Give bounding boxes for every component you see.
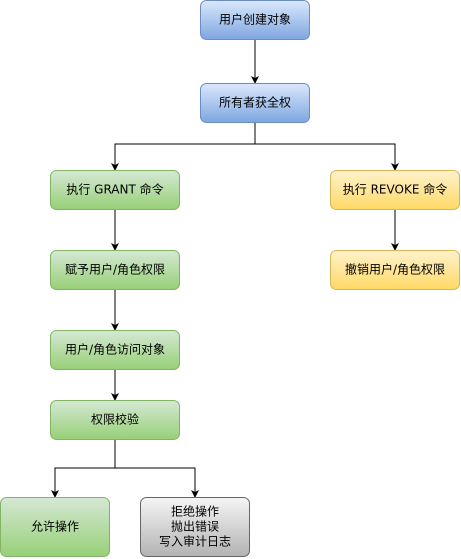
node-exec-revoke: 执行 REVOKE 命令 (330, 170, 460, 210)
node-revoke-user-role: 撤销用户/角色权限 (330, 250, 460, 290)
node-exec-grant: 执行 GRANT 命令 (50, 170, 180, 210)
node-box (200, 0, 310, 40)
node-label: 执行 REVOKE 命令 (343, 182, 447, 197)
arrow-permission-check-to-deny-operation (114, 440, 199, 498)
node-box (140, 497, 250, 557)
node-access-object: 用户/角色访问对象 (50, 330, 180, 370)
node-allow-operation: 允许操作 (0, 497, 110, 557)
edges-layer (51, 40, 399, 498)
arrow-owner-gets-rights-to-exec-grant (111, 123, 256, 171)
node-label: 用户/角色访问对象 (65, 342, 165, 357)
node-box (50, 170, 180, 210)
node-box (0, 497, 110, 557)
arrow-permission-check-to-allow-operation (51, 440, 116, 498)
node-label: 权限校验 (91, 412, 139, 427)
node-box (330, 170, 460, 210)
node-create-object: 用户创建对象 (200, 0, 310, 40)
node-label: 所有者获全权 (219, 95, 291, 110)
node-label: 拒绝操作 (171, 504, 219, 519)
node-box (200, 83, 310, 123)
node-box (50, 330, 180, 370)
node-label: 用户创建对象 (219, 12, 291, 27)
node-label: 赋予用户/角色权限 (65, 262, 165, 277)
node-label: 写入审计日志 (159, 534, 231, 549)
node-permission-check: 权限校验 (50, 400, 180, 440)
node-label: 执行 GRANT 命令 (66, 182, 163, 197)
node-owner-gets-rights: 所有者获全权 (200, 83, 310, 123)
arrow-owner-gets-rights-to-exec-revoke (254, 123, 399, 171)
node-label: 允许操作 (31, 519, 79, 534)
node-box (330, 250, 460, 290)
node-label: 撤销用户/角色权限 (345, 262, 445, 277)
node-label: 抛出错误 (171, 519, 219, 534)
node-grant-user-role: 赋予用户/角色权限 (50, 250, 180, 290)
node-box (50, 250, 180, 290)
node-box (50, 400, 180, 440)
